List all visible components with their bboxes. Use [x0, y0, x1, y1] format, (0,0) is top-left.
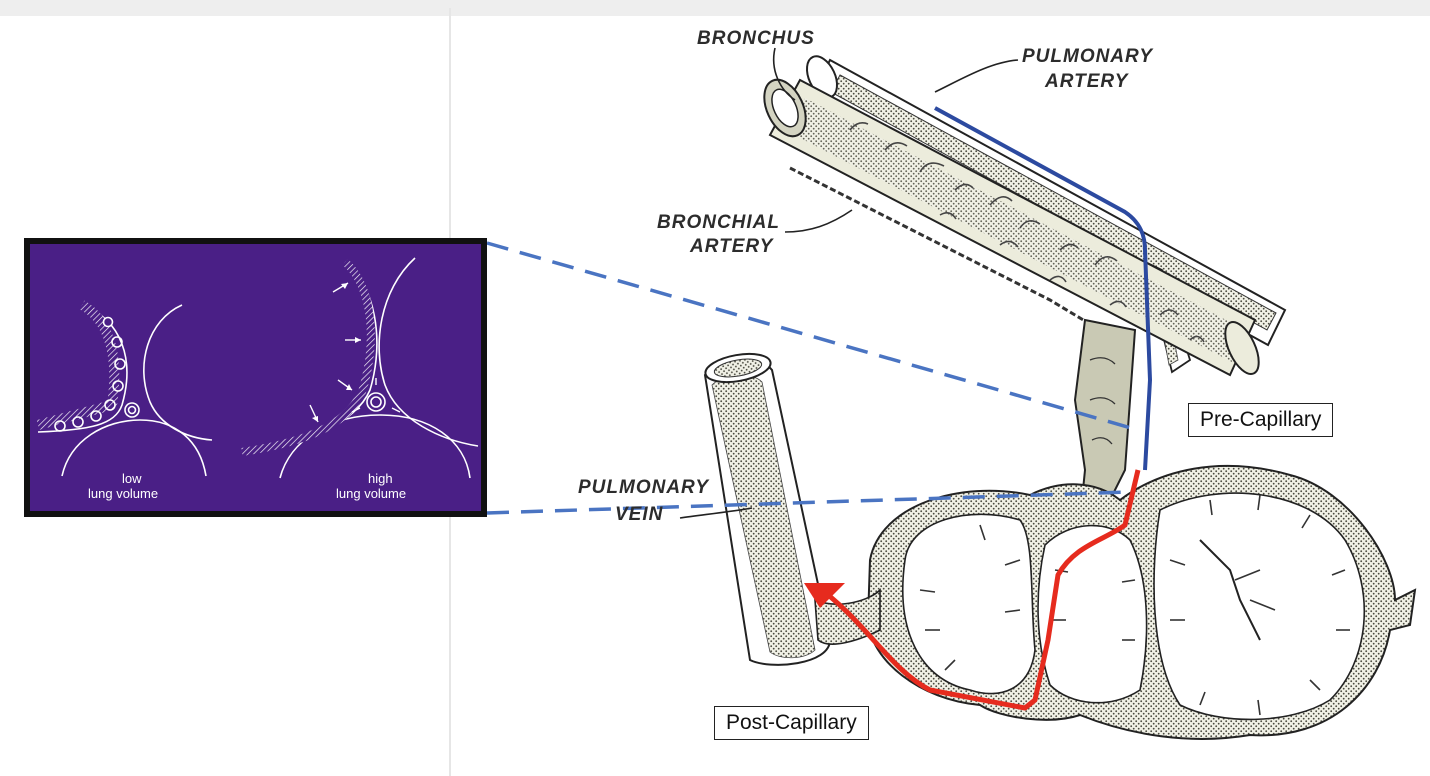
top-strip: [0, 0, 1430, 16]
label-bronchial-artery-2: ARTERY: [689, 236, 775, 257]
label-bronchial-artery-1: BRONCHIAL: [657, 212, 780, 233]
label-pulmonary-vein-2: VEIN: [615, 504, 664, 525]
connector-bottom: [486, 490, 1131, 515]
post-capillary-label: Post-Capillary: [714, 706, 869, 740]
alveolar-sacs: [866, 464, 1417, 740]
label-pulmonary-artery-2: ARTERY: [1044, 71, 1130, 92]
lung-volume-inset: low lung volume high lung volu: [24, 238, 487, 517]
label-bronchus: BRONCHUS: [697, 28, 815, 49]
low-volume-diagram: [36, 300, 213, 477]
pre-capillary-label: Pre-Capillary: [1188, 403, 1334, 437]
high-volume-diagram: [241, 257, 479, 479]
label-pulmonary-vein-1: PULMONARY: [578, 477, 710, 498]
label-leaders: [679, 47, 1019, 519]
bronchial-artery: [789, 166, 1101, 332]
low-label-2: lung volume: [88, 486, 158, 501]
low-label-1: low: [122, 471, 142, 486]
venous-flow-path: [813, 469, 1141, 711]
label-pulmonary-artery-1: PULMONARY: [1022, 46, 1154, 67]
connector-top: [486, 241, 1139, 432]
arterial-flow-path: [934, 106, 1153, 471]
bronchus: [763, 78, 1260, 377]
flow-arrow-icon: [804, 583, 845, 608]
high-label-1: high: [368, 471, 393, 486]
high-label-2: lung volume: [336, 486, 406, 501]
